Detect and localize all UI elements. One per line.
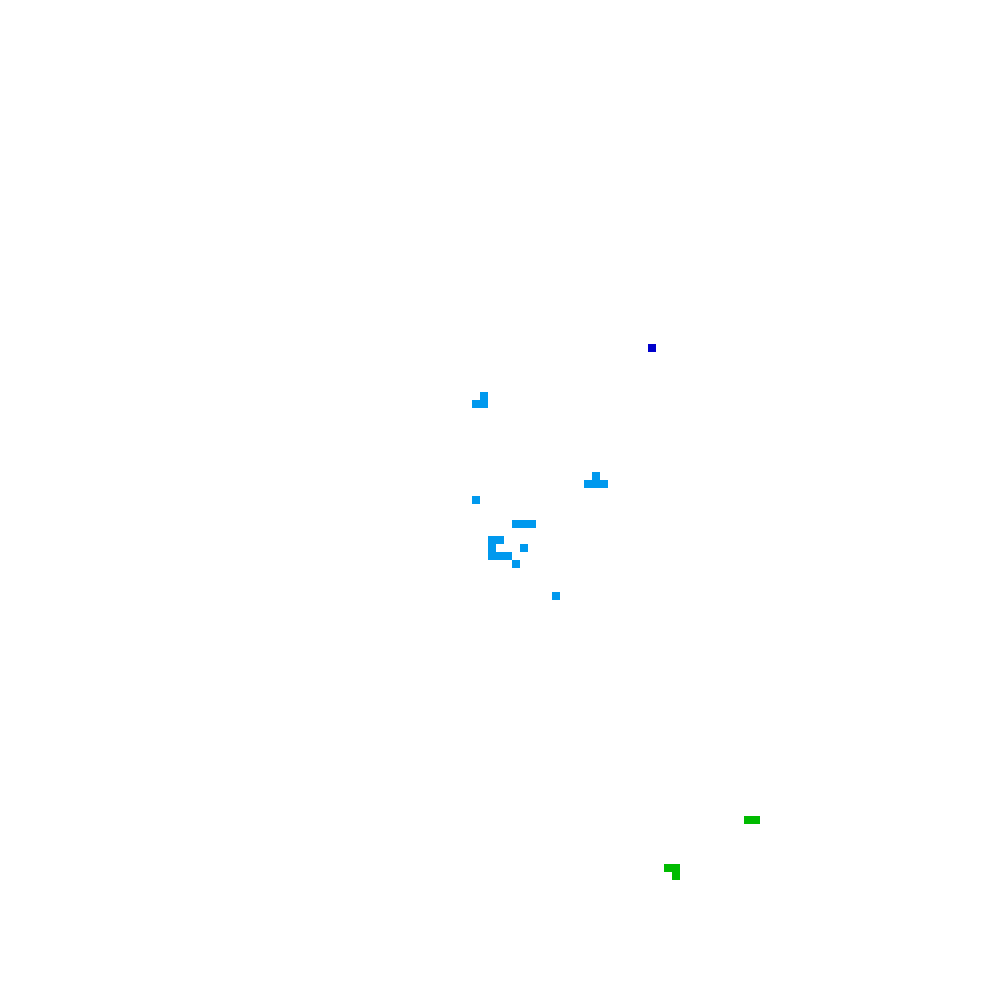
dark-blue-cluster: [648, 344, 656, 352]
map-cell: [520, 520, 528, 528]
map-cell: [480, 392, 488, 400]
map-cell: [744, 816, 752, 824]
map-cell: [488, 536, 496, 544]
map-cell: [552, 592, 560, 600]
light-blue-cluster-c: [472, 496, 480, 504]
map-cell: [648, 344, 656, 352]
map-cell: [584, 480, 592, 488]
map-cell: [472, 400, 480, 408]
map-cell: [664, 864, 672, 872]
green-cluster-a: [744, 816, 760, 824]
map-cell: [472, 496, 480, 504]
map-cell: [504, 552, 512, 560]
map-cell: [752, 816, 760, 824]
map-cell: [496, 552, 504, 560]
map-cell: [512, 560, 520, 568]
map-cell: [496, 536, 504, 544]
map-cell: [480, 400, 488, 408]
map-cell: [520, 544, 528, 552]
map-cell: [600, 480, 608, 488]
green-cluster-b: [664, 864, 680, 880]
light-blue-cluster-b: [584, 472, 608, 488]
map-cell: [592, 480, 600, 488]
map-cell: [672, 872, 680, 880]
cells-layer: [472, 344, 760, 880]
map-cell: [512, 520, 520, 528]
map-cell: [592, 472, 600, 480]
light-blue-cluster-f: [552, 592, 560, 600]
map-cell: [488, 552, 496, 560]
light-blue-cluster-d: [512, 520, 536, 528]
map-cell: [528, 520, 536, 528]
map-cell: [672, 864, 680, 872]
light-blue-cluster-e: [488, 536, 528, 568]
light-blue-cluster-a: [472, 392, 488, 408]
map-cell: [488, 544, 496, 552]
